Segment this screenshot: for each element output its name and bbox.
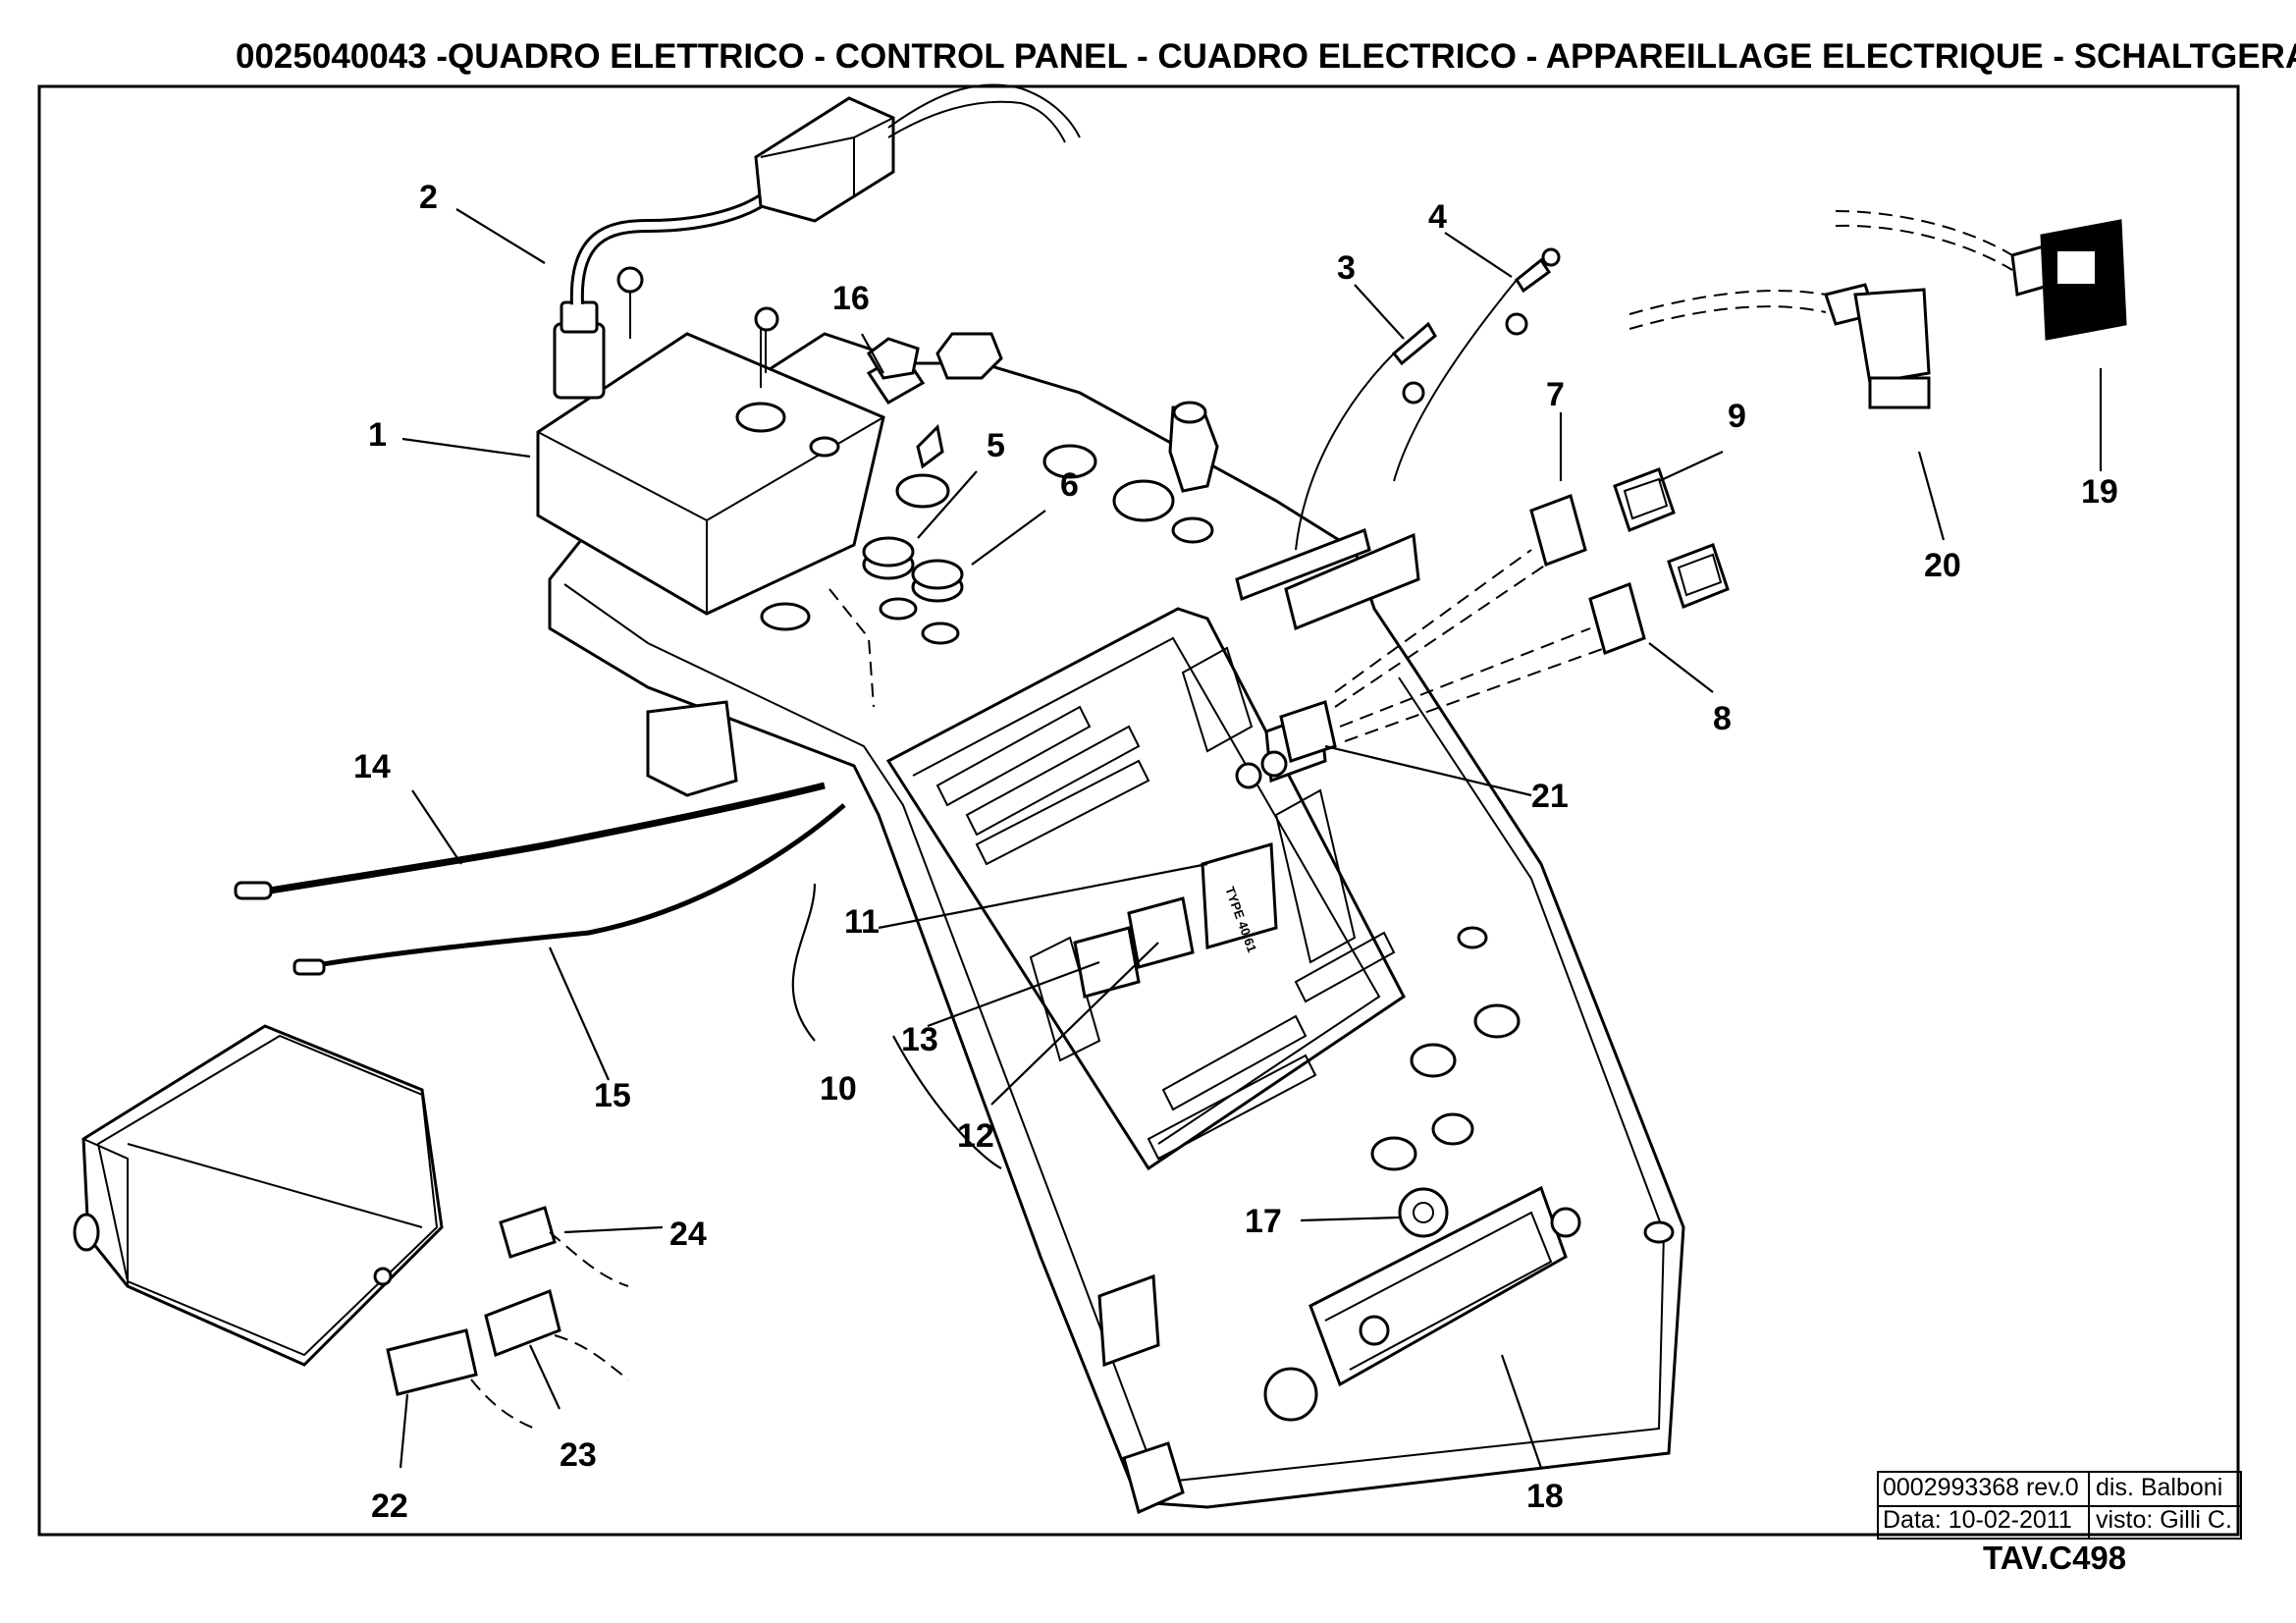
part-2-ignition-cable [569, 83, 1081, 305]
callout-10: 10 [820, 1070, 857, 1108]
callout-4: 4 [1428, 198, 1447, 236]
checked-by: visto: Gilli C. [2096, 1506, 2232, 1534]
connectors-7-8-9-21 [1279, 467, 1730, 763]
callout-17: 17 [1245, 1203, 1282, 1240]
title-block-row-2: Data: 10-02-2011 visto: Gilli C. [1879, 1505, 2240, 1538]
part-16-fittings [866, 332, 1003, 469]
callout-labels: 1 2 3 4 5 6 7 8 9 10 11 12 13 14 15 16 1… [353, 179, 2118, 1525]
callout-21: 21 [1531, 778, 1569, 815]
callout-7: 7 [1546, 376, 1565, 413]
callout-16: 16 [832, 280, 870, 317]
callout-6: 6 [1060, 466, 1079, 504]
callout-1: 1 [368, 416, 387, 454]
title-block: 0002993368 rev.0 dis. Balboni Data: 10-0… [1877, 1471, 2242, 1540]
callout-18: 18 [1526, 1478, 1564, 1515]
drawing-date: Data: 10-02-2011 [1883, 1506, 2072, 1534]
callout-2: 2 [419, 179, 438, 216]
title-block-row-1: 0002993368 rev.0 dis. Balboni [1879, 1473, 2240, 1507]
callout-13: 13 [901, 1021, 938, 1058]
cable-gland [1168, 401, 1219, 493]
control-box-housing [73, 1024, 444, 1367]
callout-9: 9 [1728, 398, 1746, 435]
callout-3: 3 [1337, 249, 1356, 287]
callout-5: 5 [987, 427, 1005, 464]
drawing-number: 0002993368 rev.0 [1883, 1474, 2079, 1501]
part-14-15-cables [234, 782, 846, 976]
drawn-by: dis. Balboni [2096, 1474, 2223, 1501]
callout-20: 20 [1924, 547, 1961, 584]
sheet-code: TAV.C498 [1983, 1540, 2127, 1576]
callout-11: 11 [844, 903, 880, 941]
callout-12: 12 [957, 1117, 994, 1155]
part-22-23-24-terminal-plugs [386, 1206, 629, 1430]
title-block-divider [2088, 1473, 2090, 1538]
leader-lines [399, 208, 2103, 1469]
callout-19: 19 [2081, 473, 2118, 511]
callout-22: 22 [371, 1488, 408, 1525]
callout-14: 14 [353, 748, 391, 785]
callout-15: 15 [594, 1077, 631, 1114]
part-3-4-earth-wires [1295, 247, 1561, 551]
part-19-20-solenoid-connectors [1629, 210, 2127, 409]
part-5-6-grommets [828, 536, 964, 708]
part-17-18-clamp-and-screw [1122, 1185, 1581, 1515]
callout-23: 23 [560, 1436, 597, 1474]
callout-8: 8 [1713, 700, 1732, 737]
drawing-frame [37, 84, 2240, 1537]
callout-24: 24 [669, 1216, 707, 1253]
drawing-title: 0025040043 -QUADRO ELETTRICO - CONTROL P… [236, 37, 2296, 76]
